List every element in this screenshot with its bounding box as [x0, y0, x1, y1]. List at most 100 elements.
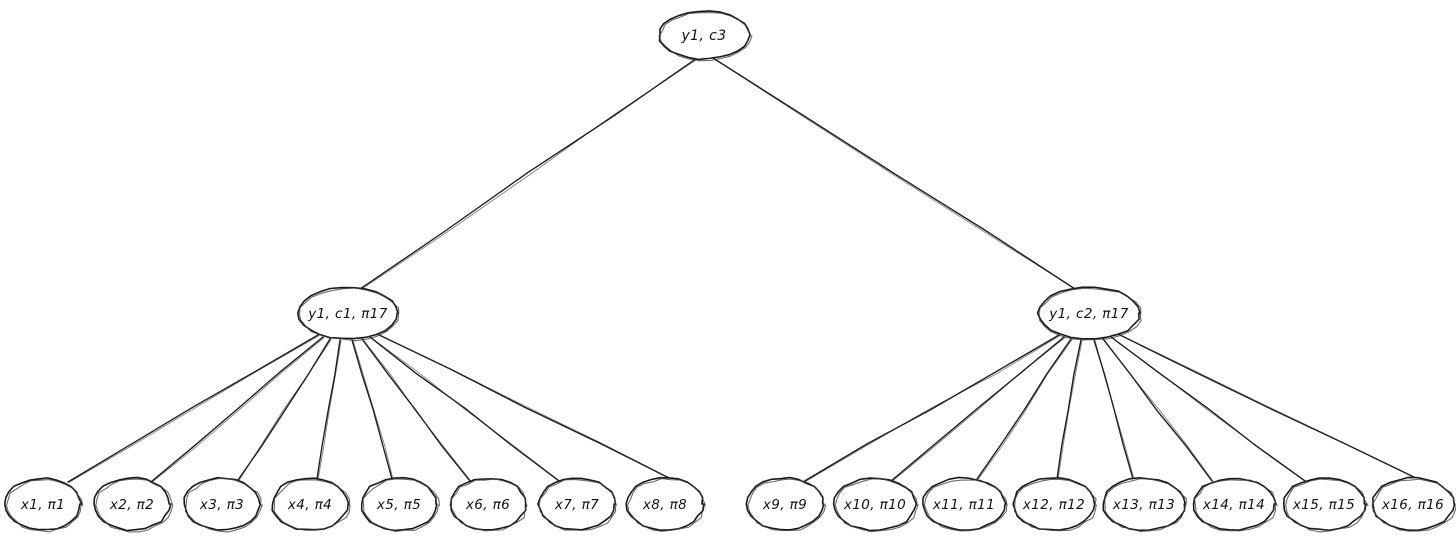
edge-stroke — [712, 57, 1076, 290]
node-label: x11, π11 — [932, 497, 995, 513]
tree-edge — [1093, 339, 1135, 480]
tree-node-leaf-14[interactable]: x14, π14 — [1192, 477, 1278, 532]
edge-stroke — [361, 338, 471, 482]
node-outline — [93, 476, 172, 532]
tree-edge — [802, 334, 1061, 483]
tree-edge — [1056, 339, 1083, 480]
tree-edge — [67, 334, 320, 483]
node-outline-ghost — [1285, 478, 1369, 533]
node-outline-ghost — [298, 287, 400, 342]
node-outline-ghost — [273, 479, 351, 531]
tree-node-leaf-11[interactable]: x11, π11 — [922, 476, 1008, 532]
node-outline-ghost — [923, 479, 1008, 532]
tree-edge — [712, 57, 1077, 290]
tree-edge — [359, 57, 699, 290]
node-label: x13, π13 — [1112, 497, 1175, 513]
node-outline — [4, 477, 83, 531]
tree-edge — [976, 338, 1073, 480]
tree-node-branch-left[interactable]: y1, c1, π17 — [296, 286, 400, 342]
node-label: x1, π1 — [20, 497, 65, 513]
node-outline — [745, 476, 825, 531]
edge-stroke-ghost — [362, 339, 472, 482]
edge-layer — [67, 57, 1422, 483]
tree-edge — [1102, 338, 1214, 482]
node-label: y1, c3 — [680, 28, 726, 44]
tree-edge — [1110, 336, 1307, 482]
node-label: x5, π5 — [376, 497, 421, 513]
node-label: x12, π12 — [1022, 497, 1085, 513]
node-outline-ghost — [1193, 479, 1278, 532]
tree-node-leaf-12[interactable]: x12, π12 — [1012, 477, 1097, 532]
edge-stroke — [359, 57, 698, 290]
node-outline-ghost — [658, 11, 753, 62]
edge-stroke — [1110, 336, 1306, 482]
node-outline-ghost — [627, 478, 707, 532]
tree-edge — [1117, 333, 1422, 481]
node-label: x3, π3 — [199, 497, 244, 513]
edge-stroke — [67, 334, 319, 483]
node-label: x14, π14 — [1202, 497, 1265, 513]
edge-stroke — [369, 336, 560, 482]
tree-node-leaf-1[interactable]: x1, π1 — [4, 477, 84, 533]
tree-node-leaf-8[interactable]: x8, π8 — [625, 476, 707, 532]
edge-stroke — [890, 336, 1065, 482]
tree-node-leaf-10[interactable]: x10, π10 — [832, 477, 920, 533]
edge-stroke-ghost — [803, 335, 1061, 483]
edge-stroke-ghost — [891, 337, 1066, 482]
tree-edge — [369, 336, 561, 482]
node-outline-ghost — [1371, 478, 1456, 532]
node-outline-ghost — [1014, 478, 1097, 532]
node-layer: y1, c3 y1, c1, π17 y1, c2, π17 x1, π1 x2, π2… — [4, 10, 1456, 533]
node-outline — [1012, 477, 1096, 531]
edge-stroke-ghost — [713, 58, 1077, 290]
tree-node-leaf-15[interactable]: x15, π15 — [1283, 477, 1369, 533]
tree-node-leaf-4[interactable]: x4, π4 — [271, 477, 351, 531]
tree-node-leaf-13[interactable]: x13, π13 — [1102, 476, 1187, 533]
edge-stroke-ghost — [977, 339, 1073, 480]
edge-stroke-ghost — [152, 337, 325, 482]
edge-stroke — [976, 338, 1072, 480]
tree-node-leaf-3[interactable]: x3, π3 — [183, 476, 264, 533]
node-label: x16, π16 — [1381, 497, 1444, 513]
node-label: x15, π15 — [1292, 497, 1355, 513]
edge-stroke — [351, 339, 393, 480]
node-outline-ghost — [362, 478, 441, 533]
node-label: y1, c1, π17 — [307, 306, 387, 322]
node-label: x9, π9 — [762, 497, 807, 513]
tree-node-leaf-16[interactable]: x16, π16 — [1371, 476, 1456, 532]
node-outline-ghost — [449, 478, 528, 532]
node-label: y1, c2, π17 — [1048, 306, 1128, 322]
node-label: x6, π6 — [465, 497, 510, 513]
node-outline-ghost — [1038, 287, 1142, 341]
tree-node-leaf-7[interactable]: x7, π7 — [537, 477, 618, 531]
tree-node-root[interactable]: y1, c3 — [658, 10, 753, 62]
tree-edge — [376, 333, 675, 481]
tree-edge — [237, 338, 332, 481]
tree-node-leaf-5[interactable]: x5, π5 — [360, 476, 441, 533]
edge-stroke-ghost — [68, 335, 320, 483]
node-label: x7, π7 — [554, 497, 599, 513]
edge-stroke — [802, 334, 1060, 483]
edge-stroke-ghost — [1057, 340, 1083, 480]
node-label: x10, π10 — [843, 497, 906, 513]
tree-node-branch-right[interactable]: y1, c2, π17 — [1036, 286, 1142, 341]
tree-node-leaf-2[interactable]: x2, π2 — [93, 476, 174, 533]
node-label: x2, π2 — [109, 497, 154, 513]
edge-stroke — [1117, 333, 1421, 481]
tree-node-leaf-9[interactable]: x9, π9 — [745, 476, 827, 532]
tree-edge — [351, 339, 394, 480]
edge-stroke-ghost — [370, 337, 561, 482]
node-outline-ghost — [1104, 478, 1187, 533]
node-outline-ghost — [538, 478, 618, 531]
tree-node-leaf-6[interactable]: x6, π6 — [449, 478, 528, 532]
edge-stroke — [1093, 339, 1134, 480]
edge-stroke — [1102, 338, 1213, 482]
node-outline-ghost — [834, 478, 920, 533]
node-outline — [922, 476, 1007, 531]
node-label: x4, π4 — [287, 497, 332, 513]
edge-stroke-ghost — [317, 340, 342, 480]
tree-edge — [151, 336, 325, 482]
edge-stroke — [151, 336, 324, 482]
node-outline-ghost — [95, 478, 174, 533]
